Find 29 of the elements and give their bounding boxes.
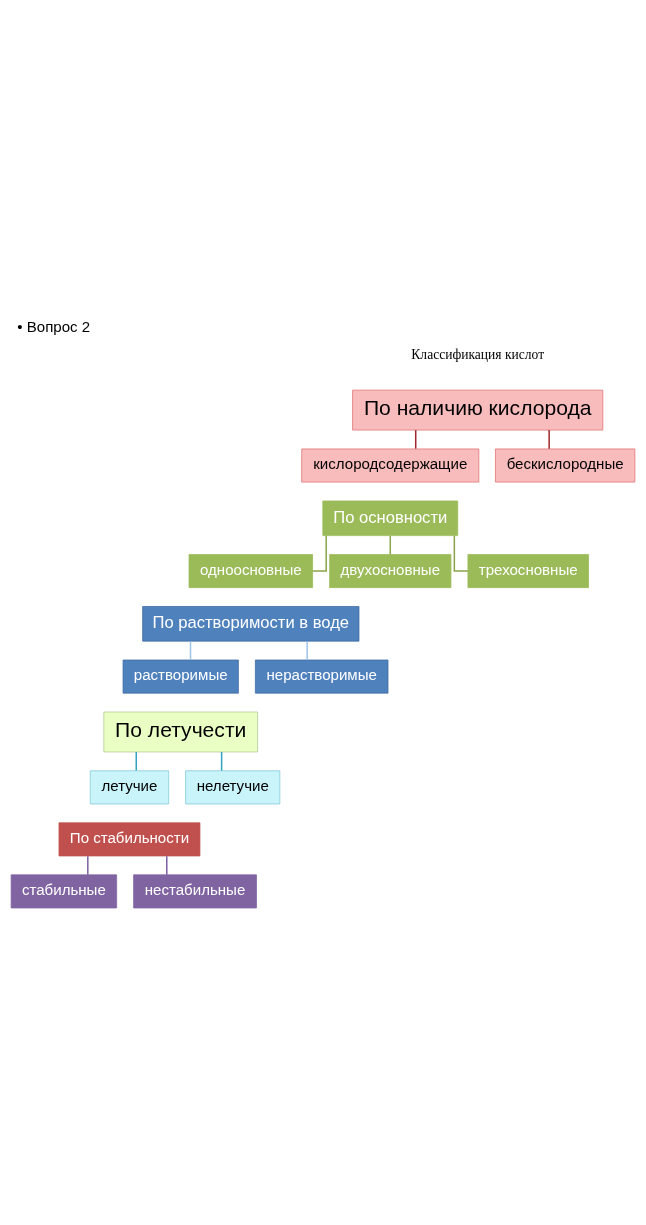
node-box: стабильные [10, 874, 118, 909]
node-box: нелетучие [185, 770, 281, 805]
node-box: По основности [322, 500, 459, 536]
node-box: летучие [89, 770, 170, 805]
connector [414, 429, 417, 450]
label: Классификация кислот [411, 346, 545, 362]
node-box: одноосновные [188, 554, 313, 588]
connector [389, 535, 392, 556]
node-box: растворимые [122, 659, 239, 694]
node-box: нестабильные [133, 874, 257, 909]
node-box: двухосновные [329, 554, 452, 588]
connector [311, 535, 327, 572]
node-box: По растворимости в воде [142, 606, 360, 642]
connector [135, 751, 137, 772]
diagram-title: • Вопрос 2 [17, 318, 91, 336]
connector [548, 429, 550, 450]
connector [220, 751, 223, 772]
node-box: нерастворимые [254, 659, 389, 694]
node-box: бескислородные [495, 448, 636, 483]
connector [166, 855, 168, 876]
node-box: кислородсодержащие [301, 448, 480, 483]
node-box: По летучести [103, 711, 258, 753]
connector [189, 640, 192, 661]
node-box: трехосновные [467, 554, 589, 588]
connector [306, 640, 308, 661]
node-box: По наличию кислорода [352, 389, 604, 431]
connector [453, 535, 469, 572]
connector [87, 855, 89, 876]
node-box: По стабильности [58, 822, 201, 857]
